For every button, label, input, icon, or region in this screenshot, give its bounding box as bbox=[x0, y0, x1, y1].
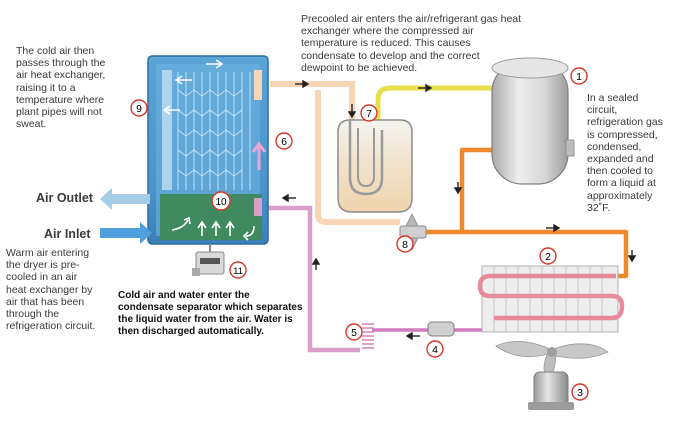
marker-5: 5 bbox=[345, 323, 363, 341]
condensate-drain bbox=[192, 244, 225, 276]
marker-6: 6 bbox=[275, 132, 293, 150]
marker-4: 4 bbox=[426, 340, 444, 358]
marker-9: 9 bbox=[130, 99, 148, 117]
hot-gas-line bbox=[375, 85, 492, 120]
air-heat-exchanger bbox=[147, 55, 269, 245]
svg-text:5: 5 bbox=[351, 327, 357, 339]
air-inlet-label: Air Inlet bbox=[44, 227, 91, 241]
warm-air-line bbox=[268, 205, 360, 353]
air-outlet-label: Air Outlet bbox=[36, 191, 93, 205]
svg-text:11: 11 bbox=[233, 266, 243, 277]
condenser bbox=[477, 265, 625, 333]
svg-text:4: 4 bbox=[432, 344, 438, 356]
svg-text:3: 3 bbox=[577, 387, 583, 399]
receiver-tank bbox=[491, 57, 575, 185]
air-outlet-arrow bbox=[100, 188, 150, 210]
marker-10: 10 bbox=[211, 191, 231, 211]
filter-dryer bbox=[427, 321, 455, 337]
annotation-refrigeration-circuit: In a sealed circuit, refrigeration gas i… bbox=[587, 92, 663, 214]
svg-text:1: 1 bbox=[576, 71, 582, 83]
annotation-cold-air: The cold air then passes through the air… bbox=[16, 45, 106, 131]
annotation-precooled-air: Precooled air enters the air/refrigerant… bbox=[301, 13, 522, 74]
refrigerant-heat-exchanger bbox=[337, 119, 413, 213]
condenser-fan bbox=[495, 341, 609, 410]
svg-text:9: 9 bbox=[136, 103, 142, 115]
svg-text:2: 2 bbox=[545, 251, 551, 263]
sight-glass bbox=[362, 323, 374, 349]
marker-3: 3 bbox=[571, 383, 589, 401]
annotation-condensate-separator: Cold air and water enter the condensate … bbox=[118, 290, 303, 337]
svg-text:7: 7 bbox=[366, 108, 372, 120]
annotation-air-inlet: Warm air entering the dryer is pre-coole… bbox=[6, 247, 96, 333]
air-inlet-arrow bbox=[100, 222, 152, 244]
svg-text:8: 8 bbox=[402, 239, 408, 251]
number-markers: 1 2 3 4 5 6 7 8 9 10 11 bbox=[130, 67, 589, 401]
svg-text:6: 6 bbox=[281, 136, 287, 148]
marker-7: 7 bbox=[360, 104, 378, 122]
marker-8: 8 bbox=[396, 235, 414, 253]
svg-text:10: 10 bbox=[215, 197, 227, 208]
marker-2: 2 bbox=[539, 247, 557, 265]
flow-arrows bbox=[281, 79, 637, 341]
marker-1: 1 bbox=[570, 67, 588, 85]
marker-11: 11 bbox=[229, 261, 247, 279]
